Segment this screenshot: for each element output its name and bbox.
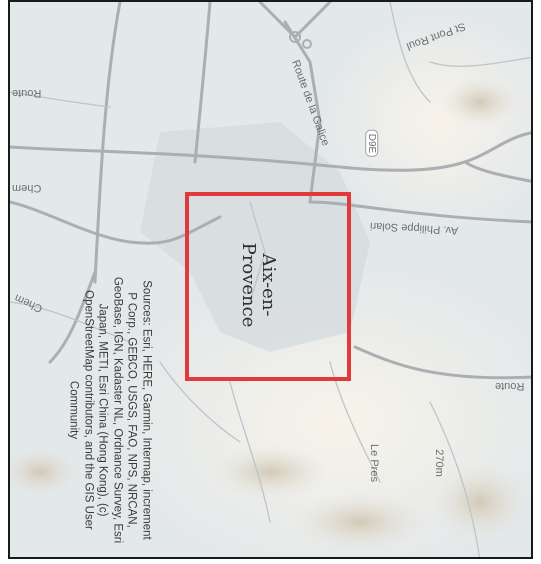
hill-shade [440, 77, 520, 127]
elevation-label: 270m [432, 449, 445, 477]
major-road [93, 2, 122, 284]
roundabout [302, 39, 312, 49]
minor-road [389, 2, 431, 103]
minor-road [10, 301, 131, 343]
terrain-relief [320, 12, 531, 232]
major-road [48, 270, 97, 364]
roundabout [289, 31, 301, 43]
city-label: Aix-en-Provence [238, 242, 279, 328]
major-road [193, 2, 212, 164]
major-road [463, 160, 531, 183]
place-label: Le Pres [367, 444, 380, 482]
minor-road [229, 381, 271, 523]
major-road [10, 131, 531, 172]
road-label: Route [12, 87, 42, 99]
hill-shade [10, 447, 80, 497]
road-label: Chem [12, 182, 42, 194]
minor-road [159, 361, 241, 443]
hill-shade [290, 492, 430, 552]
major-road [258, 2, 332, 40]
highlight-rectangle [185, 192, 351, 381]
hill-shade [210, 444, 330, 500]
minor-road [429, 56, 531, 67]
minor-road [249, 201, 266, 303]
map-frame: St Pont Roul Route de la Galice D9E Av. … [8, 0, 533, 559]
major-road [308, 200, 531, 224]
minor-road [329, 361, 381, 483]
minor-road [429, 401, 481, 557]
basemap [10, 2, 531, 557]
road-number-label: D9E [365, 129, 379, 158]
road-label: Route [495, 380, 525, 392]
map-attribution: Sources: Esri, HERE, Garmin, Intermap, i… [68, 276, 153, 544]
minor-road [10, 91, 111, 108]
major-road [353, 345, 531, 380]
hill-shade [430, 462, 530, 542]
